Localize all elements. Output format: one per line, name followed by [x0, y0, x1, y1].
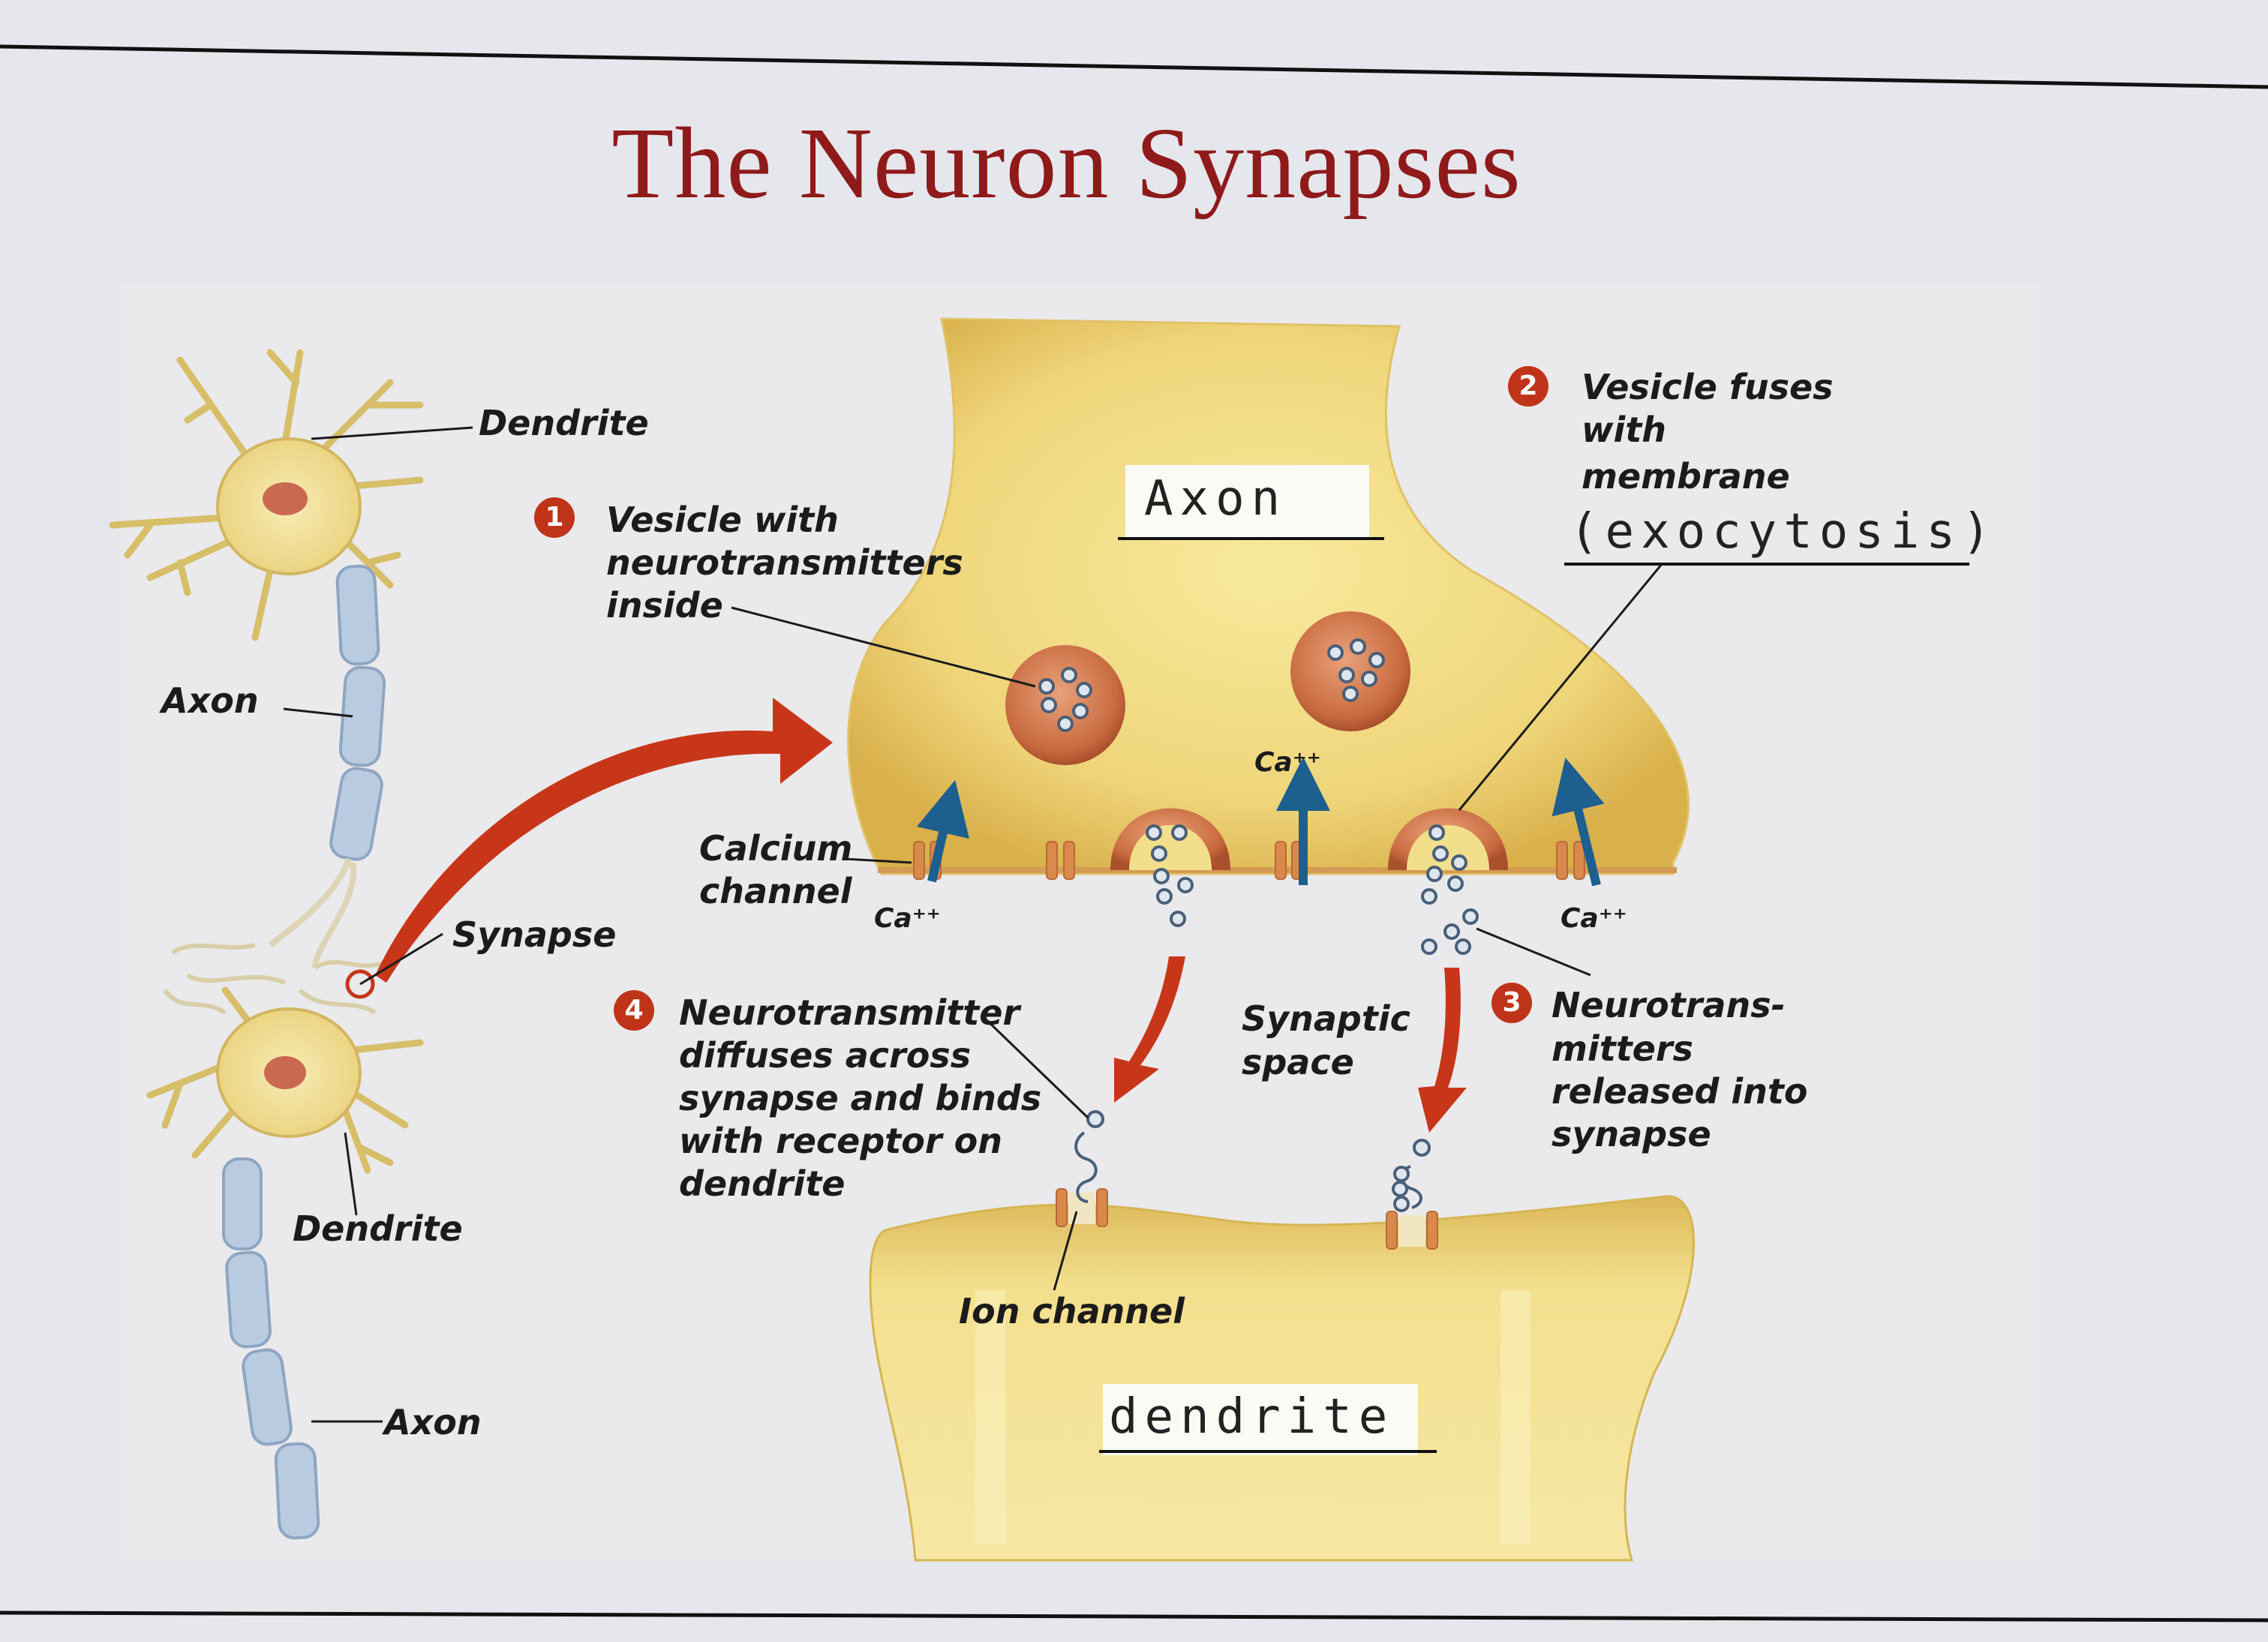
vesicle-1 [1005, 645, 1125, 765]
label-axon-bottom: Axon [384, 1402, 482, 1442]
label-ca-middle: Ca⁺⁺ [1254, 747, 1321, 778]
step-1-line-3: inside [606, 585, 723, 626]
handwritten-exocytosis: (exocytosis) [1570, 504, 1998, 560]
step-2-line-1: Vesicle fuses [1582, 367, 1834, 407]
step-1-line-2: neurotransmitters [606, 542, 963, 583]
calcium-arrows [916, 757, 1605, 887]
top-neuron-nucleus [263, 482, 308, 515]
postsynaptic-dendrite [869, 1195, 1695, 1562]
top-neuron-dendrites [109, 349, 424, 641]
dendrite-label-patch [1103, 1384, 1418, 1455]
step-2-line-2: with [1582, 410, 1667, 450]
step-3-badge: 3 [1491, 983, 1532, 1023]
label-synapse: Synapse [452, 914, 617, 955]
step-4-line-2: diffuses across [679, 1035, 972, 1076]
label-ion-channel: Ion channel [959, 1291, 1185, 1331]
label-calcium-channel-line-1: Calcium [699, 828, 853, 869]
step-3-line-2: mitters [1552, 1028, 1693, 1069]
fusing-vesicle-right-inner [1407, 825, 1489, 870]
label-dendrite-top: Dendrite [479, 403, 649, 443]
label-ca-left: Ca⁺⁺ [874, 903, 941, 934]
step-2-line-3: membrane [1582, 456, 1790, 497]
step-1-line-1: Vesicle with [606, 500, 839, 540]
label-calcium-channel-line-2: channel [699, 871, 852, 911]
step-3-line-3: released into [1552, 1071, 1808, 1112]
synapse-marker [345, 969, 375, 999]
neuron-chain [109, 349, 424, 1540]
handwritten-dendrite: dendrite [1109, 1389, 1395, 1445]
dendrite-highlights [975, 1290, 1531, 1545]
step-1-badge: 1 [534, 497, 575, 538]
step-4-line-4: with receptor on [679, 1121, 1002, 1161]
slide-top-rule [0, 44, 2268, 89]
bottom-neuron-nucleus [264, 1056, 306, 1089]
zoom-arrow [375, 698, 833, 983]
diffusion-arrow-right [1418, 968, 1467, 1133]
label-synaptic-space-line-1: Synaptic [1242, 998, 1410, 1039]
released-neurotransmitters [1146, 824, 1479, 955]
handwritten-axon: Axon [1144, 471, 1287, 527]
step-4-line-3: synapse and binds [679, 1078, 1042, 1118]
diffusion-arrow-left [1114, 956, 1185, 1103]
label-dendrite-bottom: Dendrite [293, 1208, 463, 1249]
slide-bottom-rule [0, 1610, 2268, 1622]
vesicle-neurotransmitters [1038, 638, 1385, 732]
step-3-line-1: Neurotrans- [1552, 985, 1786, 1025]
step-3-line-4: synapse [1552, 1114, 1711, 1154]
step-2-badge: 2 [1508, 366, 1549, 407]
receptors [1074, 1110, 1431, 1212]
bottom-axon [222, 1157, 320, 1540]
step-4-line-5: dendrite [679, 1163, 846, 1204]
step-4-badge: 4 [614, 990, 654, 1031]
label-axon-left: Axon [161, 680, 259, 721]
top-axon [268, 564, 386, 968]
label-synaptic-space-line-2: space [1242, 1042, 1354, 1082]
leader-lines [283, 426, 1663, 1423]
axon-terminals [163, 943, 392, 1015]
step-4-line-1: Neurotransmitter [679, 992, 1020, 1033]
page-title: The Neuron Synapses [611, 107, 1522, 220]
ion-channel-pores [1068, 1193, 1425, 1247]
label-ca-right: Ca⁺⁺ [1561, 903, 1627, 934]
ion-channels [1056, 1188, 1438, 1250]
axon-label-patch [1125, 465, 1369, 540]
